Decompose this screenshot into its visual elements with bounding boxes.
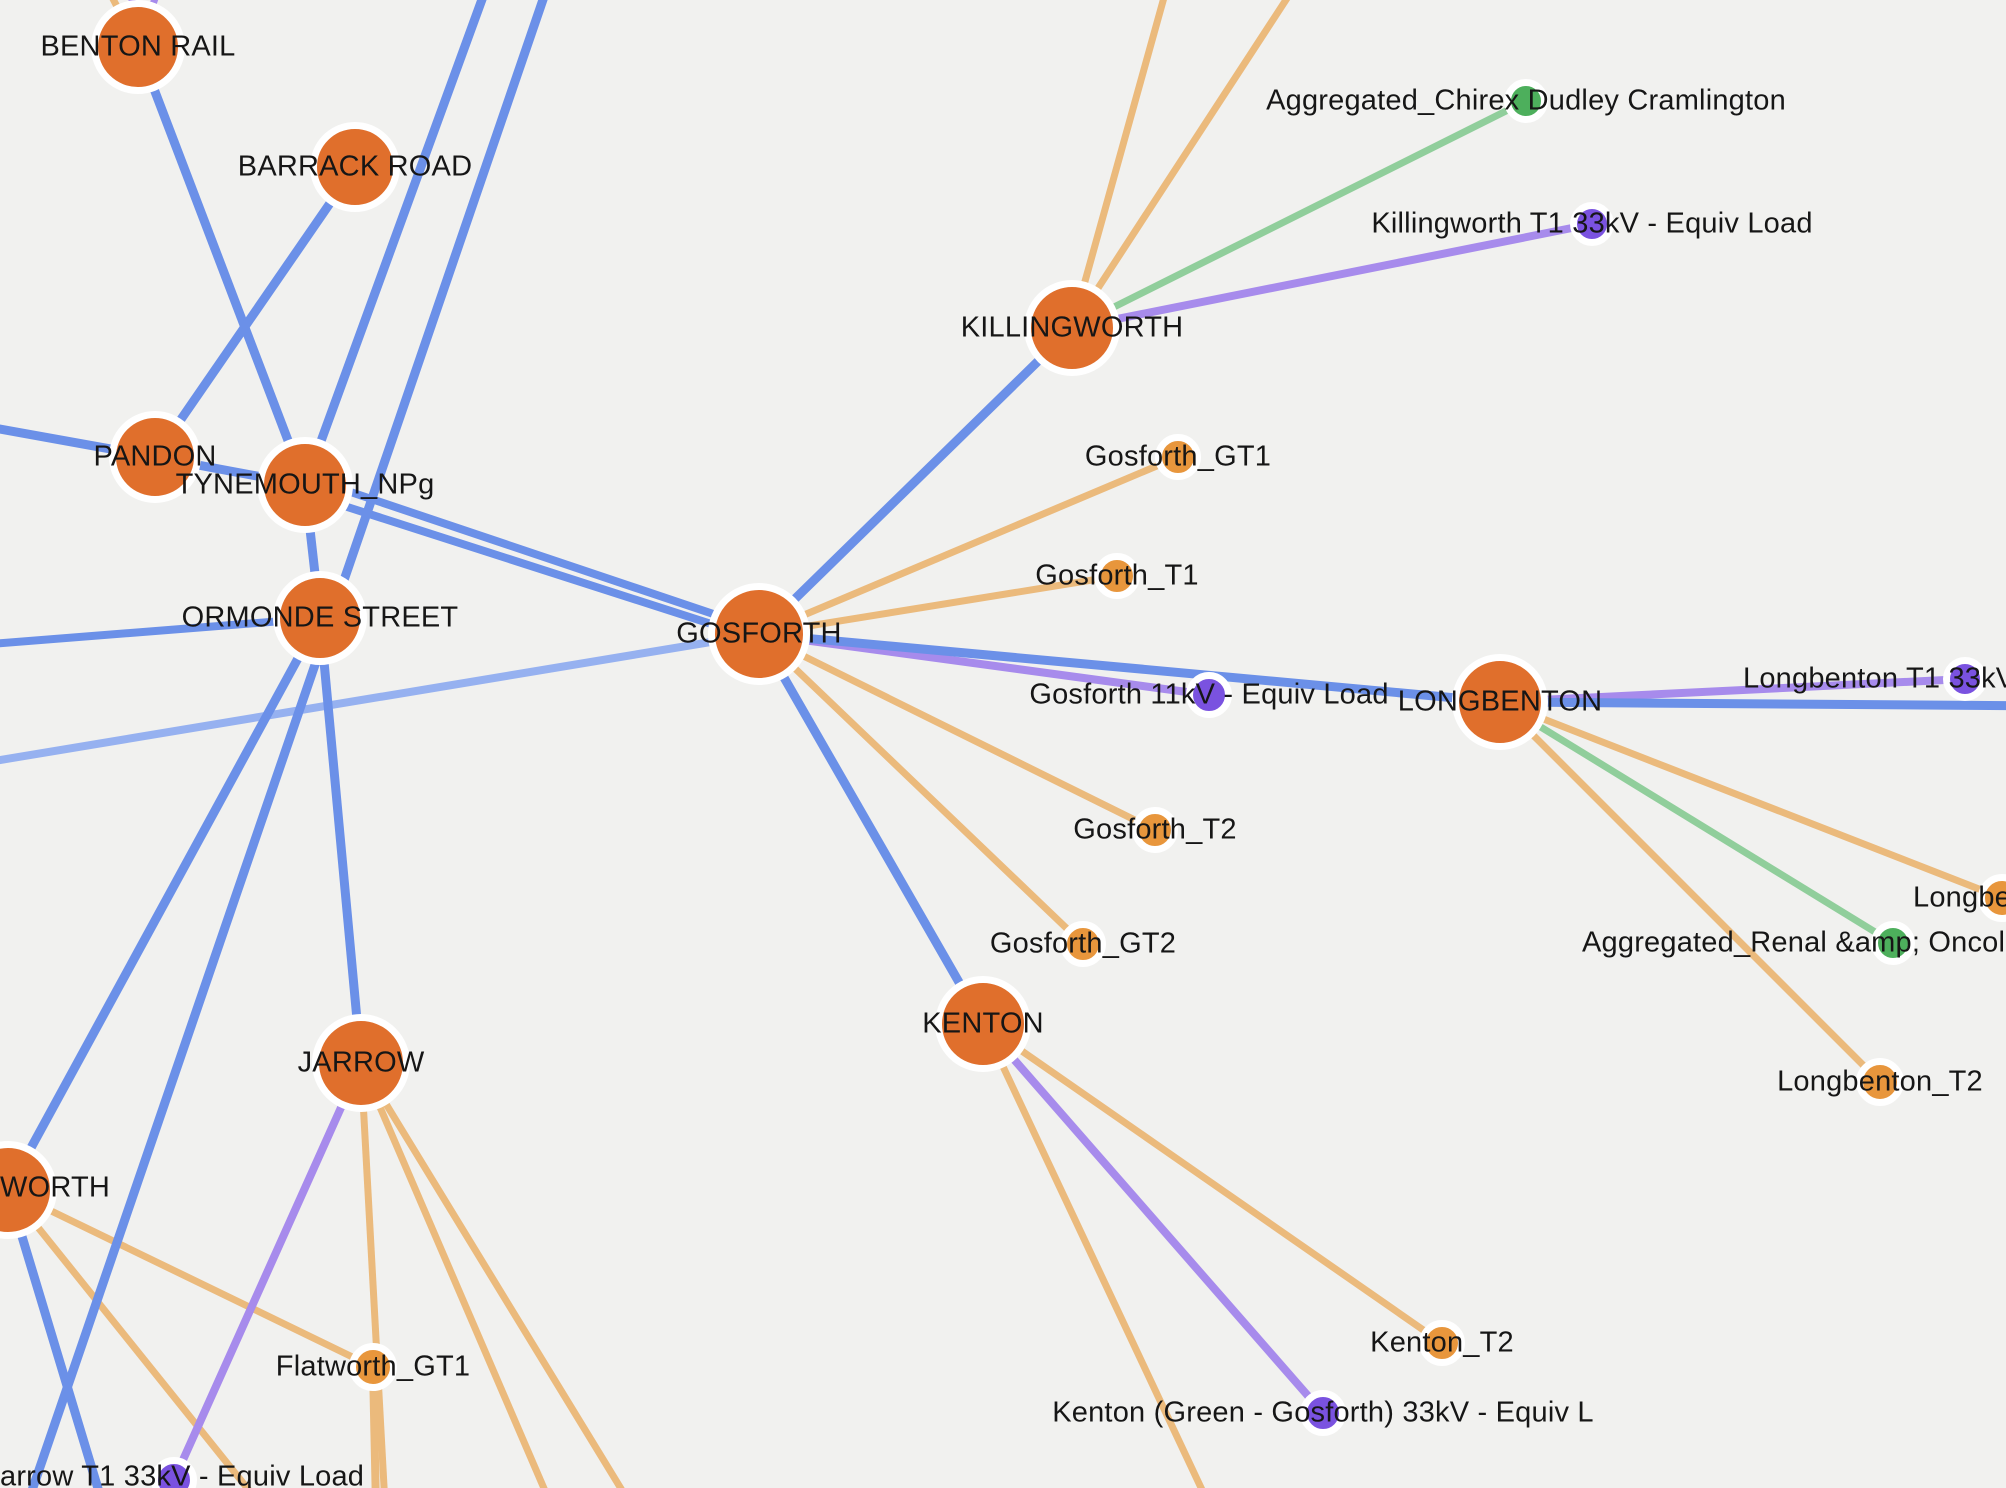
node-flatworth-gt1[interactable] (349, 1343, 397, 1391)
edge-killingworth-stub-a (1068, 0, 1167, 329)
node-jarrow[interactable] (312, 1014, 410, 1112)
node-gosforth-gt2[interactable] (1060, 921, 1106, 967)
label-gosforth-gt1: Gosforth_GT1 (1084, 440, 1272, 473)
label-gosforth-11kv: Gosforth 11kV - Equiv Load (1029, 678, 1389, 711)
node-killingworth-33kv[interactable] (1570, 202, 1614, 246)
node-agg-renal[interactable] (1871, 921, 1915, 965)
node-gosforth-t1[interactable] (1094, 553, 1140, 599)
label-longbenton: LONGBENTON (1397, 685, 1603, 718)
edge-jarrow-offbottom-b (358, 1061, 625, 1488)
edge-jarrow-offbottom-a (357, 1061, 548, 1488)
label-agg-chirex: Aggregated_Chirex Dudley Cramlington (1266, 84, 1786, 117)
edge-long-crossing-line (28, 0, 548, 1488)
edge-killingworth-load-e (1071, 220, 1593, 332)
edge-gosforth-gt1-e (757, 453, 1180, 638)
label-gosforth: GOSFORTH (676, 617, 842, 650)
edge-ormonde-offleft (0, 614, 321, 648)
label-barrack-road: BARRACK ROAD (237, 150, 473, 183)
node-barrack-road[interactable] (310, 122, 400, 212)
label-kenton-t2: Kenton_T2 (1370, 1326, 1514, 1359)
edge-gosforth-killingworth (755, 324, 1076, 638)
node-kenton-t2[interactable] (1419, 1320, 1465, 1366)
edge-flatworth-gt1-e (6, 1186, 375, 1371)
node-gosforth[interactable] (708, 583, 810, 685)
edge-killingworth-stub-b (1069, 0, 1291, 330)
edge-benton-tynemouth (133, 45, 310, 487)
edge-longbenton-t1-e (1498, 698, 2004, 902)
label-longbenton-33kv: Longbenton T1 33kV (1743, 662, 2006, 695)
node-gosforth-t2[interactable] (1132, 807, 1178, 853)
label-flatworth: WORTH (0, 1171, 111, 1204)
label-killingworth-33kv: Killingworth T1 33kV - Equiv Load (1371, 207, 1813, 240)
edge-jarrow-offbottom-c (357, 1062, 388, 1488)
label-killingworth: KILLINGWORTH (960, 311, 1184, 344)
node-gosforth-gt1[interactable] (1155, 434, 1201, 480)
edge-longbenton-renal-e (1498, 699, 1895, 946)
label-jarrow: JARROW (297, 1046, 425, 1079)
edge-gosforth-t1-e (758, 572, 1118, 638)
edge-longbenton-t2-e (1497, 699, 1883, 1085)
edge-flatworth-offbottom-orange (5, 1187, 252, 1488)
node-jarrow-33kv[interactable] (151, 1457, 197, 1488)
edge-tynemouth-gosforth-2 (305, 490, 763, 644)
node-kenton[interactable] (935, 976, 1031, 1072)
node-agg-chirex[interactable] (1504, 79, 1548, 123)
label-kenton-33kv: Kenton (Green - Gosforth) 33kV - Equiv L (1052, 1396, 1594, 1429)
label-gosforth-t1: Gosforth_T1 (1035, 559, 1199, 592)
node-benton-rail[interactable] (91, 0, 185, 94)
node-gosforth-11kv[interactable] (1186, 672, 1232, 718)
label-longbenton-t1: Longbe (1913, 881, 2006, 914)
label-agg-renal: Aggregated_Renal &amp; Oncolo (1582, 926, 2006, 959)
node-killingworth[interactable] (1024, 280, 1120, 376)
label-longbenton-t2: Longbenton_T2 (1777, 1065, 1983, 1098)
node-longbenton-33kv[interactable] (1943, 657, 1987, 701)
label-benton-rail: BENTON RAIL (40, 30, 236, 63)
label-jarrow-33kv: arrow T1 33kV - Equiv Load (0, 1460, 365, 1488)
edge-tynemouth-offtop (300, 0, 487, 487)
label-pandon: PANDON (93, 440, 217, 473)
node-longbenton-t2[interactable] (1856, 1058, 1904, 1106)
edge-killingworth-chirex-e (1070, 97, 1528, 332)
edge-flatworth-offbottom-blue (3, 1188, 103, 1488)
edge-kenton-t2-e (981, 1021, 1444, 1346)
edge-ormonde-flatworth (4, 615, 324, 1193)
edge-gosforth-longbenton (758, 629, 1501, 707)
label-flatworth-gt1: Flatworth_GT1 (275, 1350, 471, 1383)
node-pandon[interactable] (109, 411, 201, 503)
node-ormonde-street[interactable] (273, 571, 367, 665)
label-gosforth-gt2: Gosforth_GT2 (989, 927, 1177, 960)
node-tynemouth-npg[interactable] (257, 437, 353, 533)
node-kenton-33kv[interactable] (1300, 1390, 1346, 1436)
edge-gosforth-kenton (755, 631, 987, 1027)
label-tynemouth-npg: TYNEMOUTH_NPg (175, 468, 435, 501)
edge-kenton-load-e (979, 1021, 1327, 1416)
edge-barrack-pandon (151, 164, 359, 460)
edge-kenton-offbottom (979, 1022, 1206, 1488)
edge-gosforth-offleft-light (0, 630, 760, 765)
edge-tynemouth-gosforth-1 (301, 472, 757, 632)
edge-gosforth-gt2-e (756, 631, 1086, 947)
label-gosforth-t2: Gosforth_T2 (1073, 813, 1237, 846)
label-ormonde-street: ORMONDE STREET (181, 601, 459, 634)
edge-jarrow-load-e (170, 1061, 365, 1482)
edge-flatworthgt1-offbottom (369, 1366, 380, 1488)
edge-longbenton-offright (1499, 697, 2006, 711)
edge-gosforth-t2-e (757, 630, 1157, 834)
edge-ormonde-jarrow (315, 617, 366, 1064)
label-kenton: KENTON (922, 1007, 1044, 1040)
node-longbenton[interactable] (1452, 654, 1548, 750)
